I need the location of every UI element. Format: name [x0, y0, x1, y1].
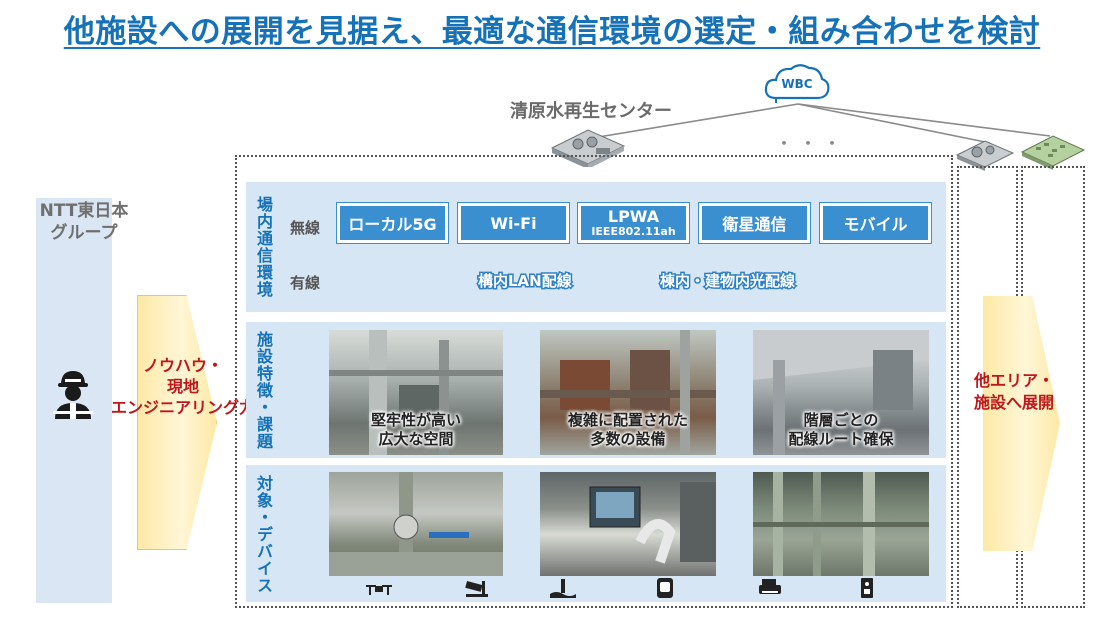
- valve-drone-illustration: [329, 472, 503, 576]
- wireless-lpwa-sublabel: IEEE802.11ah: [591, 225, 676, 238]
- facility-building-2-icon: [955, 140, 1015, 171]
- feature-caption-1: 堅牢性が高い 広大な空間: [329, 411, 503, 449]
- knowhow-label: ノウハウ・ 現地 エンジニアリング力: [98, 355, 268, 418]
- robot-arm-illustration: [589, 482, 716, 564]
- wired-lan-label: 構内LAN配線: [477, 271, 574, 292]
- piping-room-illustration: [753, 472, 929, 576]
- cloud-label: WBC: [781, 77, 812, 91]
- device-photo-2: [540, 472, 716, 576]
- ceiling-ducts-illustration: [753, 330, 929, 455]
- equipment-illustration: [540, 330, 716, 455]
- security-camera-icon: [465, 581, 488, 597]
- facility-building-3-icon: [1020, 135, 1086, 170]
- ntt-group-line-2: グループ: [50, 223, 118, 243]
- knowhow-arrow: [137, 295, 217, 550]
- wireless-mobile-box: モバイル: [820, 203, 931, 243]
- page-title: 他施設への展開を見据え、最適な通信環境の選定・組み合わせを検討: [63, 14, 1041, 50]
- sensor-device-icon: [861, 578, 873, 598]
- device-photo-1: [329, 472, 503, 576]
- ntt-group-line-1: NTT東日本: [39, 201, 129, 221]
- feature-caption-1-line-1: 堅牢性が高い: [370, 411, 461, 429]
- comm-section-label: 場内通信環境: [254, 196, 273, 298]
- robot-icon: [657, 578, 673, 598]
- feature-caption-3: 階層ごとの 配線ルート確保: [753, 411, 929, 449]
- feature-caption-2: 複雑に配置された 多数の設備: [540, 411, 716, 449]
- wireless-local5g-label: ローカル5G: [348, 215, 437, 234]
- wireless-satellite-label: 衛星通信: [722, 215, 787, 234]
- facility-label: 清原水再生センター: [510, 101, 672, 122]
- printer-icon: [759, 579, 781, 594]
- expand-line-2: 施設へ展開: [973, 393, 1054, 412]
- ntt-group-label: NTT東日本 グループ: [36, 200, 132, 244]
- expand-line-1: 他エリア・: [973, 371, 1054, 390]
- wireless-local5g-box: ローカル5G: [337, 203, 448, 243]
- wireless-wifi-box: Wi-Fi: [458, 203, 569, 243]
- wireless-satellite-box: 衛星通信: [699, 203, 810, 243]
- wired-label: 有線: [290, 274, 321, 292]
- wired-fiber-label: 棟内・建物内光配線: [658, 271, 796, 292]
- device-photo-3: [753, 472, 929, 576]
- ellipsis: ・・・: [775, 134, 847, 155]
- features-section-label: 施設特徴・課題: [254, 330, 273, 450]
- engineer-icon: [53, 371, 93, 419]
- comm-environment-section: 場内通信環境 無線 有線 ローカル5G Wi-Fi LPWA IEEE802.1…: [246, 182, 946, 312]
- feature-caption-3-line-1: 階層ごとの: [803, 411, 879, 429]
- feature-caption-2-line-1: 複雑に配置された: [567, 411, 688, 429]
- wireless-lpwa-box: LPWA IEEE802.11ah: [578, 203, 689, 243]
- feature-caption-1-line-2: 広大な空間: [378, 430, 454, 448]
- expand-label: 他エリア・ 施設へ展開: [958, 370, 1070, 414]
- feature-caption-3-line-2: 配線ルート確保: [788, 430, 894, 448]
- feature-photo-3: 階層ごとの 配線ルート確保: [753, 330, 929, 455]
- knowhow-line-2: 現地: [166, 377, 199, 396]
- drone-icon: [366, 585, 392, 595]
- wireless-mobile-label: モバイル: [843, 215, 908, 234]
- water-level-sensor-icon: [550, 579, 576, 598]
- devices-section-label: 対象・デバイス: [254, 474, 273, 594]
- wireless-wifi-label: Wi-Fi: [490, 213, 537, 233]
- facility-area: [235, 155, 953, 608]
- cloud-icon: WBC: [764, 64, 830, 103]
- pipes-illustration: [329, 330, 503, 455]
- knowhow-line-1: ノウハウ・: [142, 356, 223, 375]
- feature-caption-2-line-2: 多数の設備: [590, 430, 666, 448]
- knowhow-line-3: エンジニアリング力: [110, 398, 255, 417]
- wireless-label: 無線: [290, 219, 321, 237]
- feature-photo-2: 複雑に配置された 多数の設備: [540, 330, 716, 455]
- wireless-lpwa-label: LPWA: [607, 207, 660, 226]
- facility-features-section: 施設特徴・課題 堅牢性が高い 広大な空間 複雑に配置された 多数の設備: [246, 322, 946, 458]
- feature-photo-1: 堅牢性が高い 広大な空間: [329, 330, 503, 455]
- target-devices-section: 対象・デバイス: [246, 465, 946, 602]
